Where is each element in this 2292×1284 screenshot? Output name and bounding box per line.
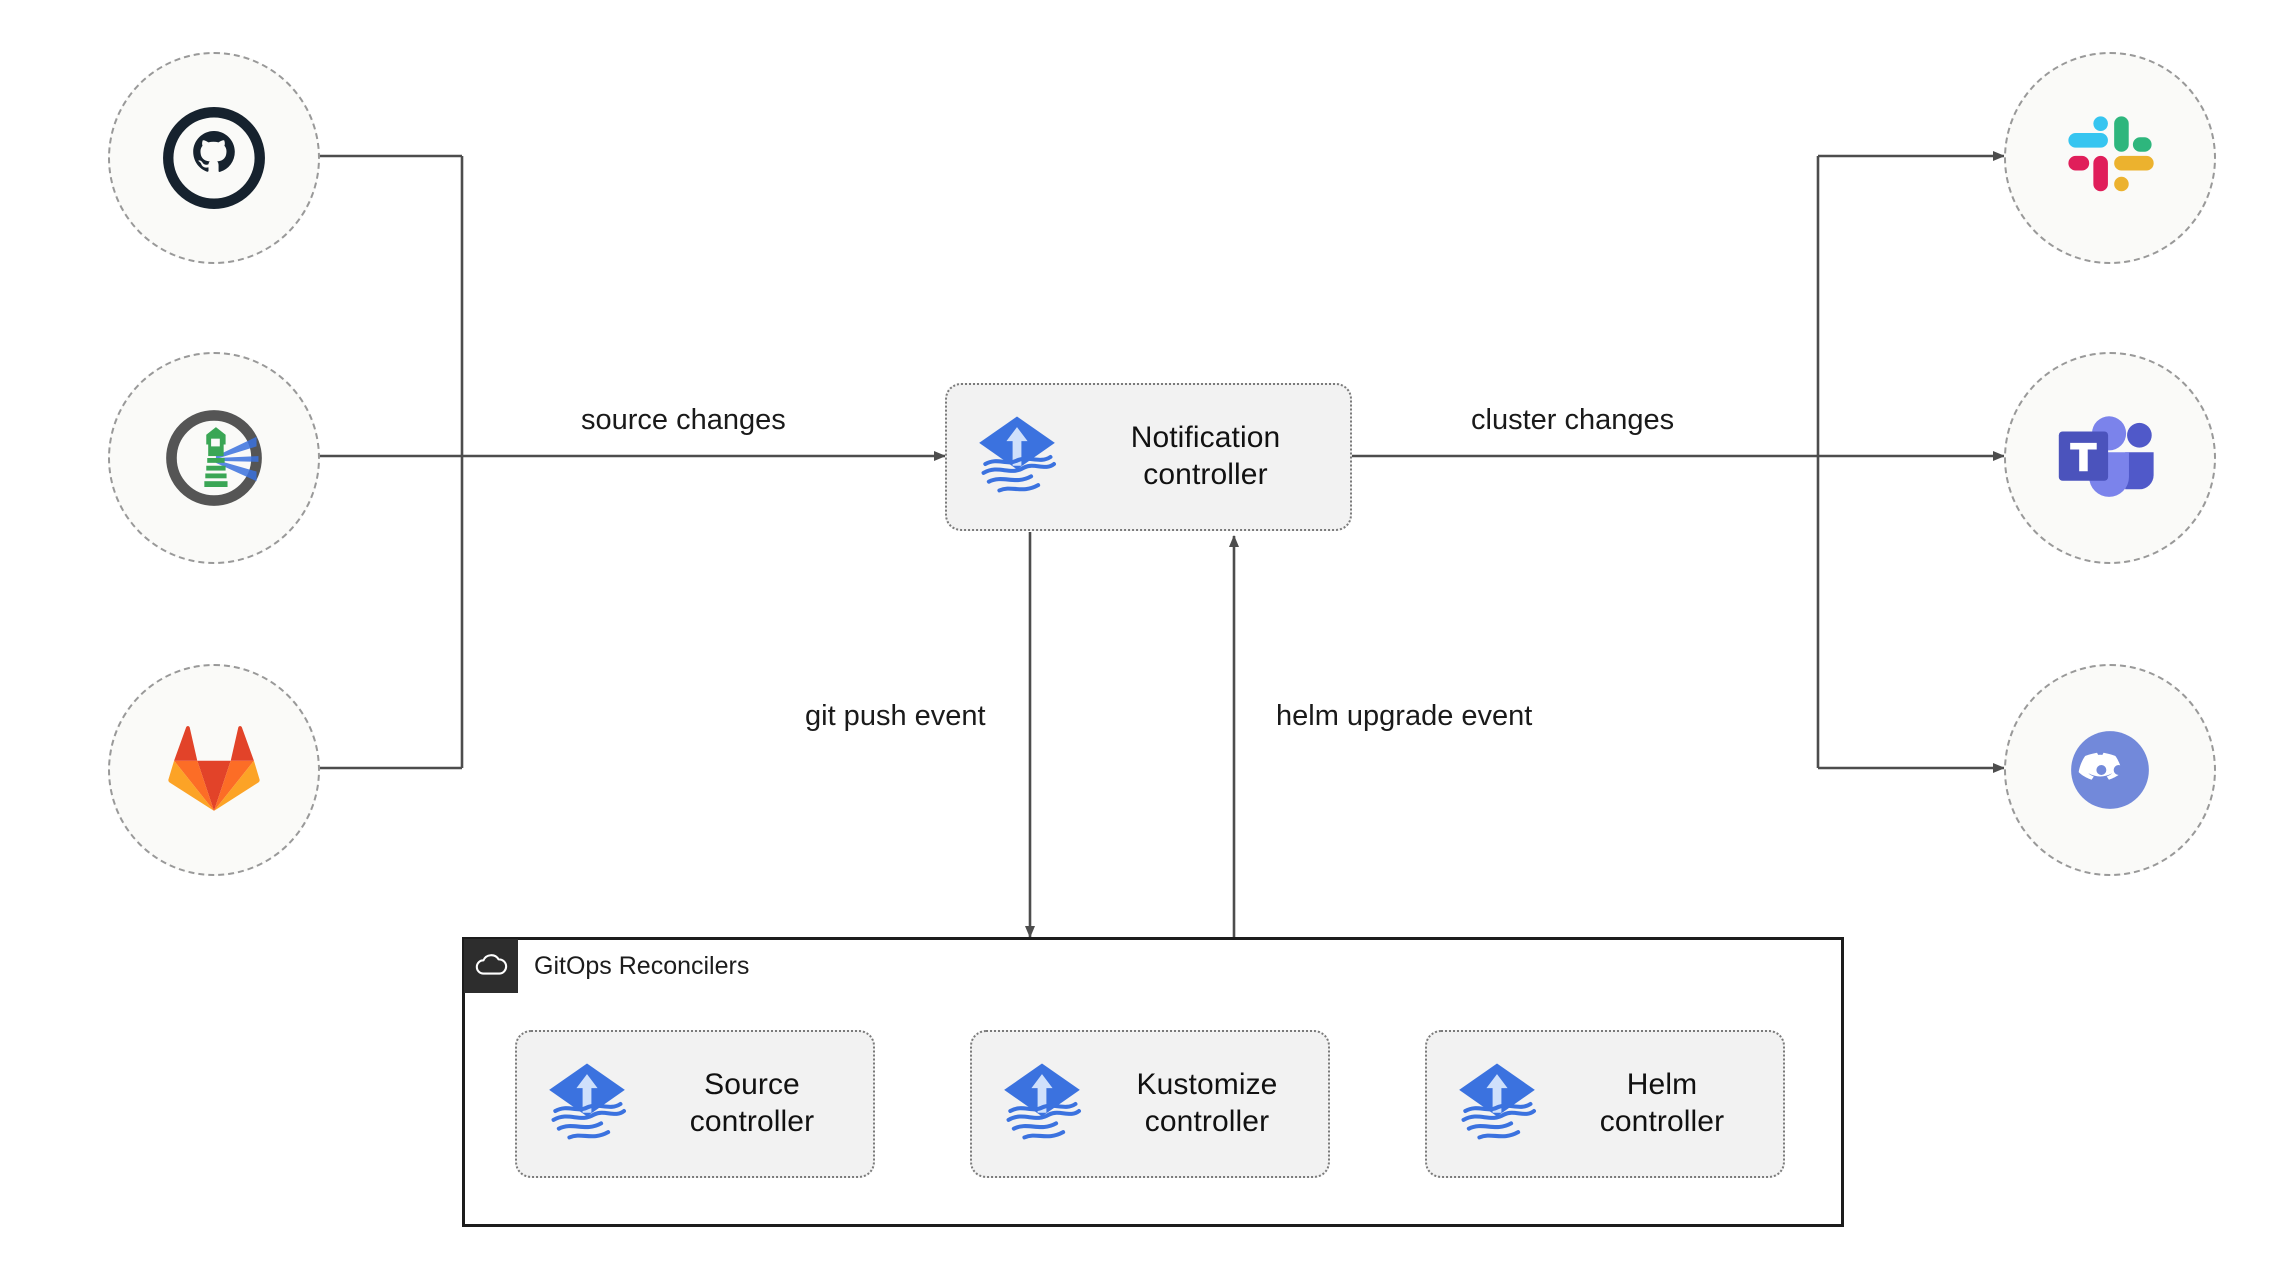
github-icon xyxy=(163,107,265,209)
helm-controller-label: Helm controller xyxy=(1599,1068,1725,1138)
slack-icon xyxy=(2068,116,2154,192)
cloud-badge xyxy=(464,939,518,993)
source-node-github[interactable] xyxy=(108,52,320,264)
flux-icon xyxy=(549,1063,626,1140)
destination-node-discord[interactable] xyxy=(2004,664,2216,876)
kustomize-controller-node[interactable]: Kustomize controller xyxy=(970,1030,1330,1178)
gitops-reconcilers-header: GitOps Reconcilers xyxy=(464,939,749,993)
kustomize-controller-label: Kustomize controller xyxy=(1136,1068,1278,1138)
gitops-reconcilers-title: GitOps Reconcilers xyxy=(534,951,750,980)
source-controller-node[interactable]: Source controller xyxy=(515,1030,875,1178)
helm-controller-node[interactable]: Helm controller xyxy=(1425,1030,1785,1178)
source-node-flux[interactable] xyxy=(108,352,320,564)
notification-controller-label: Notification controller xyxy=(1130,421,1281,491)
source-controller-label: Source controller xyxy=(689,1068,815,1138)
edge-label-git-push-event: git push event xyxy=(805,700,986,732)
gitlab-icon xyxy=(168,726,260,811)
cloud-icon xyxy=(475,954,508,975)
flux-icon xyxy=(1004,1063,1081,1140)
destination-node-teams[interactable] xyxy=(2004,352,2216,564)
edge-label-helm-upgrade-event: helm upgrade event xyxy=(1276,700,1533,732)
edge-label-cluster-changes: cluster changes xyxy=(1471,404,1675,436)
ms-teams-icon xyxy=(2058,416,2154,497)
edge-label-source-changes: source changes xyxy=(581,404,786,436)
notification-controller-node[interactable]: Notification controller xyxy=(945,383,1352,531)
flux-icon xyxy=(1459,1063,1536,1140)
source-node-gitlab[interactable] xyxy=(108,664,320,876)
discord-icon xyxy=(2071,731,2149,809)
flux-lighthouse-icon xyxy=(166,410,262,506)
destination-node-slack[interactable] xyxy=(2004,52,2216,264)
flux-icon xyxy=(979,416,1056,493)
